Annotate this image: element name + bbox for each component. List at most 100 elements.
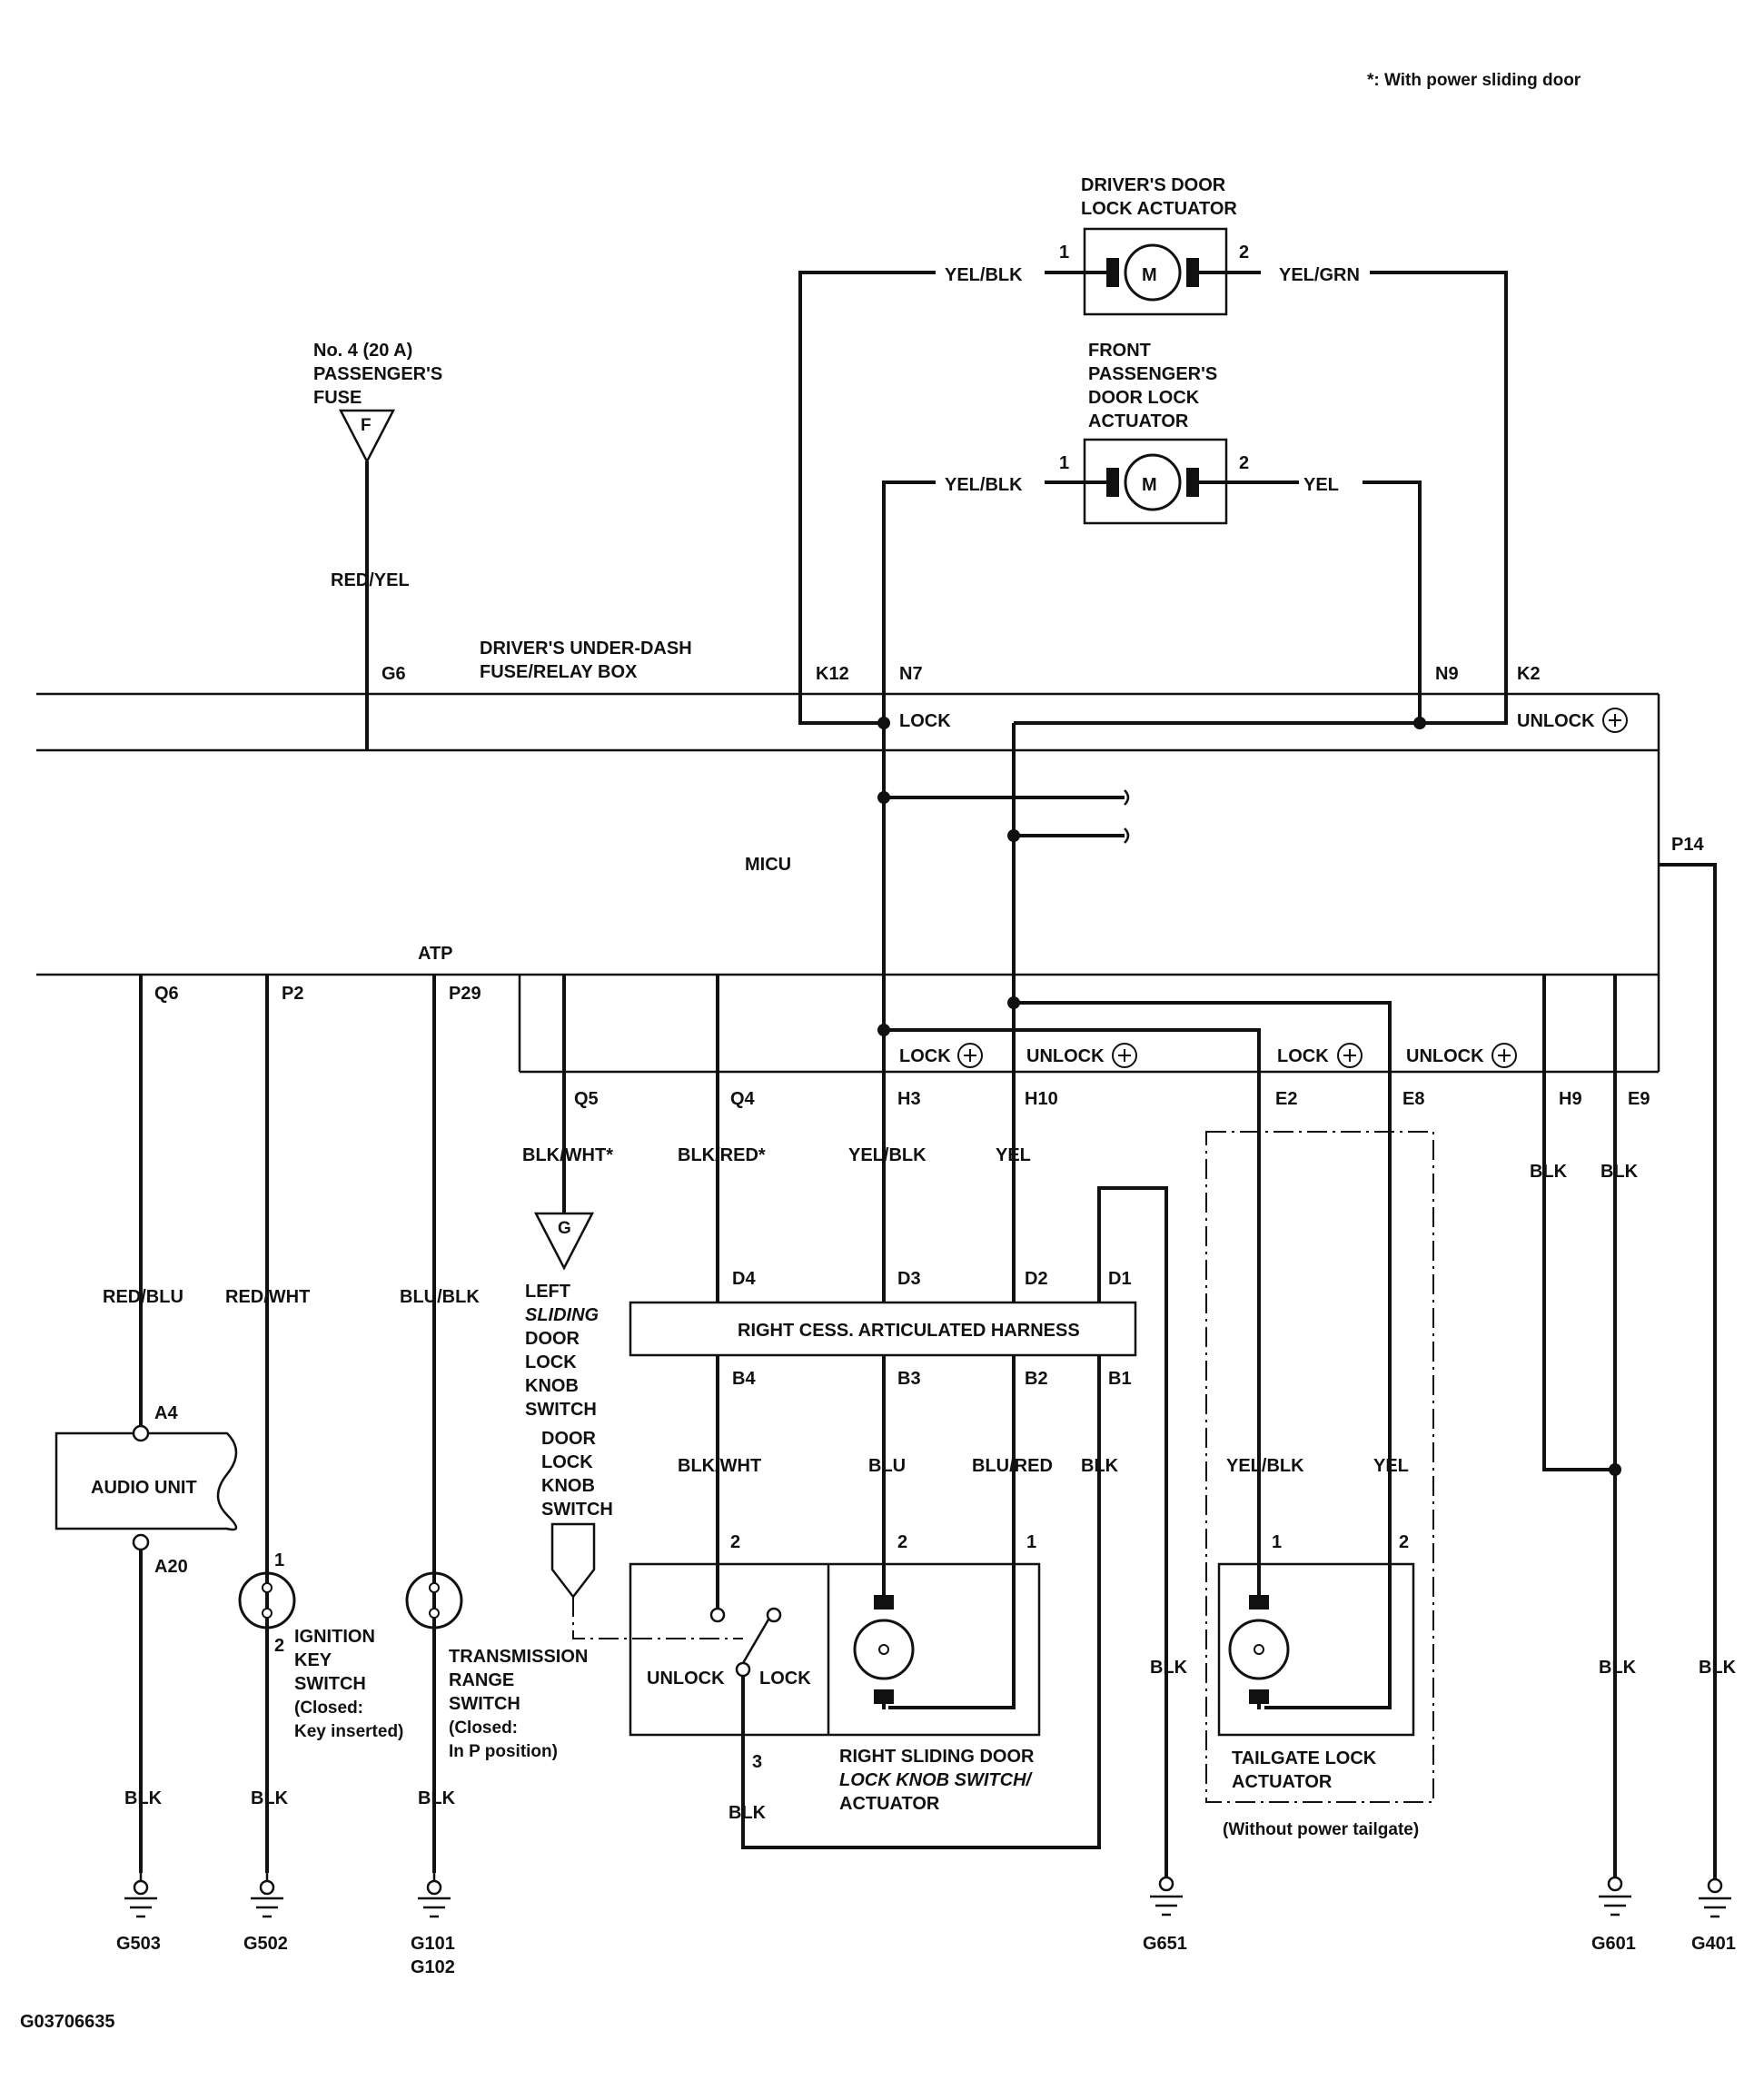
terminal-p29: P29 [449,984,481,1004]
right-sliding-lock: LOCK [759,1669,811,1689]
fuse-letter: F [361,416,372,435]
left-switch-label-6: SWITCH [525,1400,597,1420]
right-sliding-motor [853,1595,915,1709]
fuse-box-label-1: DRIVER'S UNDER-DASH [480,639,692,659]
terminal-e8: E8 [1402,1089,1424,1109]
ignition-label-1: IGNITION [294,1627,375,1647]
tailgate-label-1: TAILGATE LOCK [1232,1748,1377,1768]
knob-switch-label-1: DOOR [541,1429,597,1449]
terminal-h3: H3 [897,1089,921,1109]
transmission-label-5: In P position) [449,1742,558,1761]
wire-b3-color: BLU [868,1456,906,1476]
ground-icon-g401 [1699,1877,1731,1918]
ignition-pin-2: 2 [274,1636,284,1656]
harness-d1: D1 [1108,1269,1132,1289]
left-switch-label-5: KNOB [525,1376,579,1396]
terminal-n9: N9 [1435,664,1459,684]
wire-tail-2 [1264,1155,1392,1709]
wire-tail-1-color: YEL/BLK [1226,1456,1304,1476]
harness-b1: B1 [1108,1369,1132,1389]
wire-lock-e2 [884,1028,1261,1155]
drivers-pin-2: 2 [1239,243,1249,262]
relay-lock-2: LOCK [1277,1046,1329,1066]
tailgate-motor [1228,1595,1290,1709]
left-switch-symbol [533,1212,595,1271]
passenger-actuator-label-3: DOOR LOCK [1088,388,1200,408]
wire-drivers-k12 [798,271,936,725]
fuse-label-1: No. 4 (20 A) [313,341,412,361]
right-sliding-pin-2a: 2 [730,1532,740,1552]
fuse-label-2: PASSENGER'S [313,364,442,384]
wire-b2 [888,1355,1016,1709]
passenger-actuator-label-4: ACTUATOR [1088,411,1189,431]
knob-switch-symbol [550,1522,596,1600]
drivers-motor-letter: M [1142,265,1157,285]
passenger-wire-1: YEL/BLK [945,475,1023,495]
fuse-wire-color: RED/YEL [331,570,410,590]
terminal-n7: N7 [899,664,923,684]
relay-lock-1: LOCK [899,1046,951,1066]
drivers-actuator-label-1: DRIVER'S DOOR [1081,175,1226,195]
terminal-k2: K2 [1517,664,1541,684]
terminal-p2: P2 [282,984,303,1004]
audio-pin-a20 [132,1533,150,1551]
ground-g503: G503 [116,1934,161,1954]
passenger-pin-1: 1 [1059,453,1069,473]
terminal-p14: P14 [1671,835,1704,855]
wire-g503-color: BLK [124,1788,163,1808]
left-switch-label-2: SLIDING [525,1305,599,1325]
passenger-pin-2: 2 [1239,453,1249,473]
wire-g651-color: BLK [1150,1658,1188,1678]
passenger-actuator-label-1: FRONT [1088,341,1151,361]
wire-passenger-n7 [882,480,936,1030]
knob-switch-label-4: SWITCH [541,1500,613,1520]
ground-g651: G651 [1143,1934,1187,1954]
terminal-g6: G6 [382,664,406,684]
knob-switch-label-3: KNOB [541,1476,595,1496]
tailgate-note: (Without power tailgate) [1223,1820,1419,1839]
wire-p14-g401 [1659,863,1717,1880]
micu-label: MICU [745,855,791,875]
passenger-wire-2: YEL [1303,475,1339,495]
tailgate-label-2: ACTUATOR [1232,1772,1333,1792]
harness-d3: D3 [897,1269,921,1289]
unlock-top-plus-mark [1609,714,1621,727]
transmission-label-2: RANGE [449,1670,514,1690]
wire-drivers-k2 [1370,271,1508,725]
left-switch-label-1: LEFT [525,1282,570,1302]
wire-tail-2-color: YEL [1373,1456,1409,1476]
passenger-motor-letter: M [1142,475,1157,495]
terminal-q4: Q4 [730,1089,756,1109]
terminal-h10: H10 [1025,1089,1058,1109]
wire-b1 [741,1355,1101,1849]
ground-g102: G102 [411,1957,455,1977]
relay-unlock-top: UNLOCK [1517,711,1595,731]
wire-g601-color: BLK [1599,1658,1637,1678]
ground-g601: G601 [1591,1934,1636,1954]
terminal-k12: K12 [816,664,849,684]
drivers-pin-1: 1 [1059,243,1069,262]
fuse-label-3: FUSE [313,388,362,408]
wire-g401-color: BLK [1699,1658,1737,1678]
wire-e9-color: BLK [1600,1162,1639,1182]
unlock-top-plus-icon [1602,708,1628,733]
ignition-label-2: KEY [294,1650,332,1670]
ignition-label-3: SWITCH [294,1674,366,1694]
transmission-switch-symbol [405,1571,463,1629]
transmission-label-3: SWITCH [449,1694,520,1714]
plus-icons [957,1043,1517,1068]
wire-break-1 [1124,789,1130,806]
junction-unlock-e8 [1007,996,1020,1009]
relay-unlock-2: UNLOCK [1406,1046,1484,1066]
wire-b2-color: BLU/RED [972,1456,1053,1476]
knob-switch-label-2: LOCK [541,1452,593,1472]
wire-g502-color: BLK [251,1788,289,1808]
passenger-actuator-label-2: PASSENGER'S [1088,364,1217,384]
atp-label: ATP [418,944,453,964]
wire-break-2 [1124,827,1130,844]
right-sliding-label-1: RIGHT SLIDING DOOR [839,1747,1035,1767]
harness-d2: D2 [1025,1269,1048,1289]
wire-passenger-n9 [1363,480,1422,723]
junction-unlock-branch [1007,829,1020,842]
